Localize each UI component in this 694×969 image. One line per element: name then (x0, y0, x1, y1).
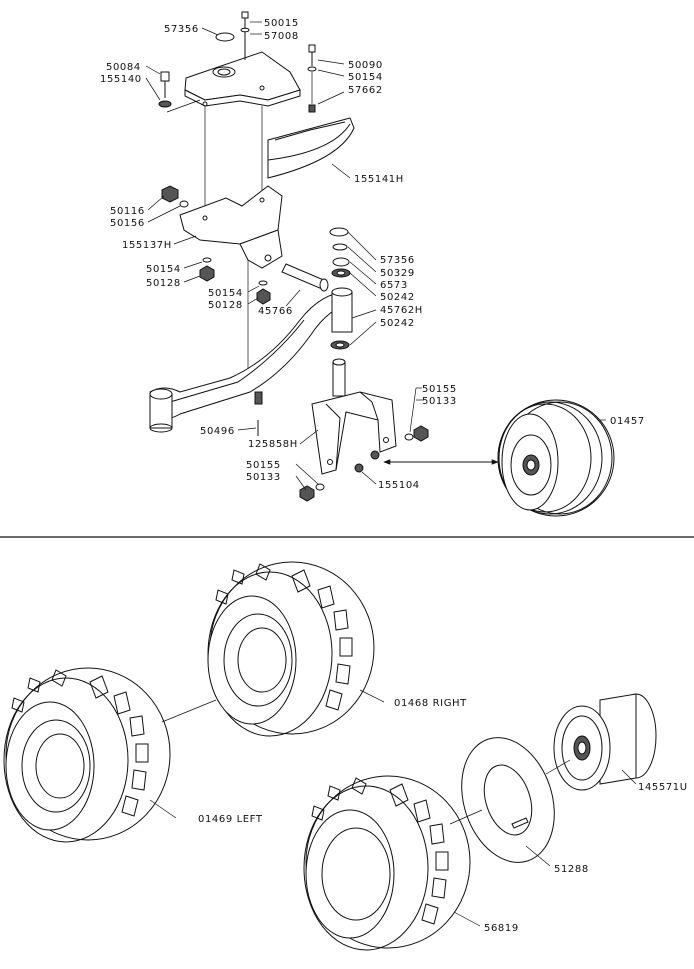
part-label: 125858H (248, 439, 298, 450)
part-label: 01468 RIGHT (394, 698, 467, 709)
part-label: 50329 (380, 268, 415, 279)
part-label: 50154 (208, 288, 243, 299)
part-label: 50128 (146, 278, 181, 289)
part-label: 57356 (380, 255, 415, 266)
part-label: 50156 (110, 218, 145, 229)
part-label: 50154 (348, 72, 383, 83)
part-label: 155104 (378, 480, 420, 491)
part-label: 50242 (380, 292, 415, 303)
part-label: 50155 (422, 384, 457, 395)
tires-drawing (3, 561, 657, 951)
leader-lines-bottom (149, 689, 637, 927)
part-label: 145571U (638, 782, 688, 793)
part-label: 57008 (264, 31, 299, 42)
part-label: 50128 (208, 300, 243, 311)
part-label: 50154 (146, 264, 181, 275)
part-label: 50090 (348, 60, 383, 71)
part-label: 155141H (354, 174, 404, 185)
part-label: 155137H (122, 240, 172, 251)
part-label: 01457 (610, 416, 645, 427)
caster-assembly-drawing (149, 11, 615, 517)
part-label: 51288 (554, 864, 589, 875)
part-label: 45766 (258, 306, 293, 317)
part-labels-bottom: 01468 RIGHT 01469 LEFT 145571U 51288 568… (198, 698, 688, 934)
part-label: 6573 (380, 280, 408, 291)
part-label: 56819 (484, 923, 519, 934)
part-labels-top: 57356 50015 57008 50090 50154 57662 5008… (100, 18, 645, 491)
part-label: 50015 (264, 18, 299, 29)
part-label: 50242 (380, 318, 415, 329)
part-label: 155140 (100, 74, 142, 85)
part-label: 50133 (246, 472, 281, 483)
part-label: 50116 (110, 206, 145, 217)
part-label: 01469 LEFT (198, 814, 263, 825)
part-label: 50133 (422, 396, 457, 407)
part-label: 45762H (380, 305, 423, 316)
part-label: 50084 (106, 62, 141, 73)
leader-lines-top (145, 21, 606, 491)
part-label: 50155 (246, 460, 281, 471)
part-label: 57662 (348, 85, 383, 96)
part-label: 57356 (164, 24, 199, 35)
part-label: 50496 (200, 426, 235, 437)
